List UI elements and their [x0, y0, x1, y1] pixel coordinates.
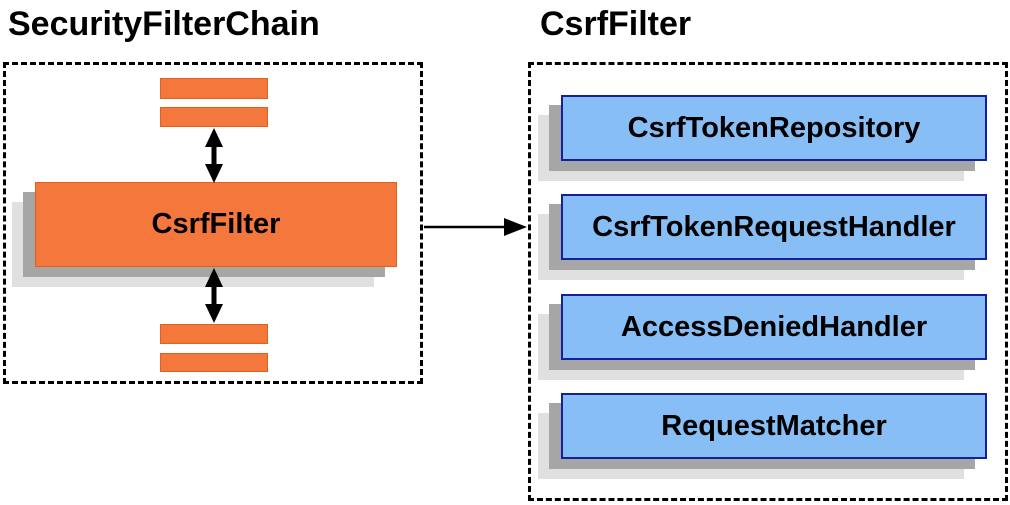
security-filter-chain-panel	[3, 62, 423, 384]
csrf-filter-title: CsrfFilter	[540, 5, 692, 43]
flow-arrow-icon	[424, 218, 527, 236]
csrf-filter-box: CsrfFilter	[35, 182, 397, 267]
csrf-filter-panel	[528, 62, 1008, 501]
filter-chain-bar-bottom-1	[160, 324, 268, 344]
csrf-token-repository-box: CsrfTokenRepository	[561, 95, 987, 161]
filter-chain-bar-top-1	[160, 78, 268, 99]
security-filter-chain-title: SecurityFilterChain	[8, 5, 320, 43]
access-denied-handler-box: AccessDeniedHandler	[561, 294, 987, 360]
csrf-token-request-handler-box: CsrfTokenRequestHandler	[561, 194, 987, 260]
filter-chain-bar-top-2	[160, 107, 268, 127]
filter-chain-bar-bottom-2	[160, 353, 268, 372]
request-matcher-box: RequestMatcher	[561, 393, 987, 459]
